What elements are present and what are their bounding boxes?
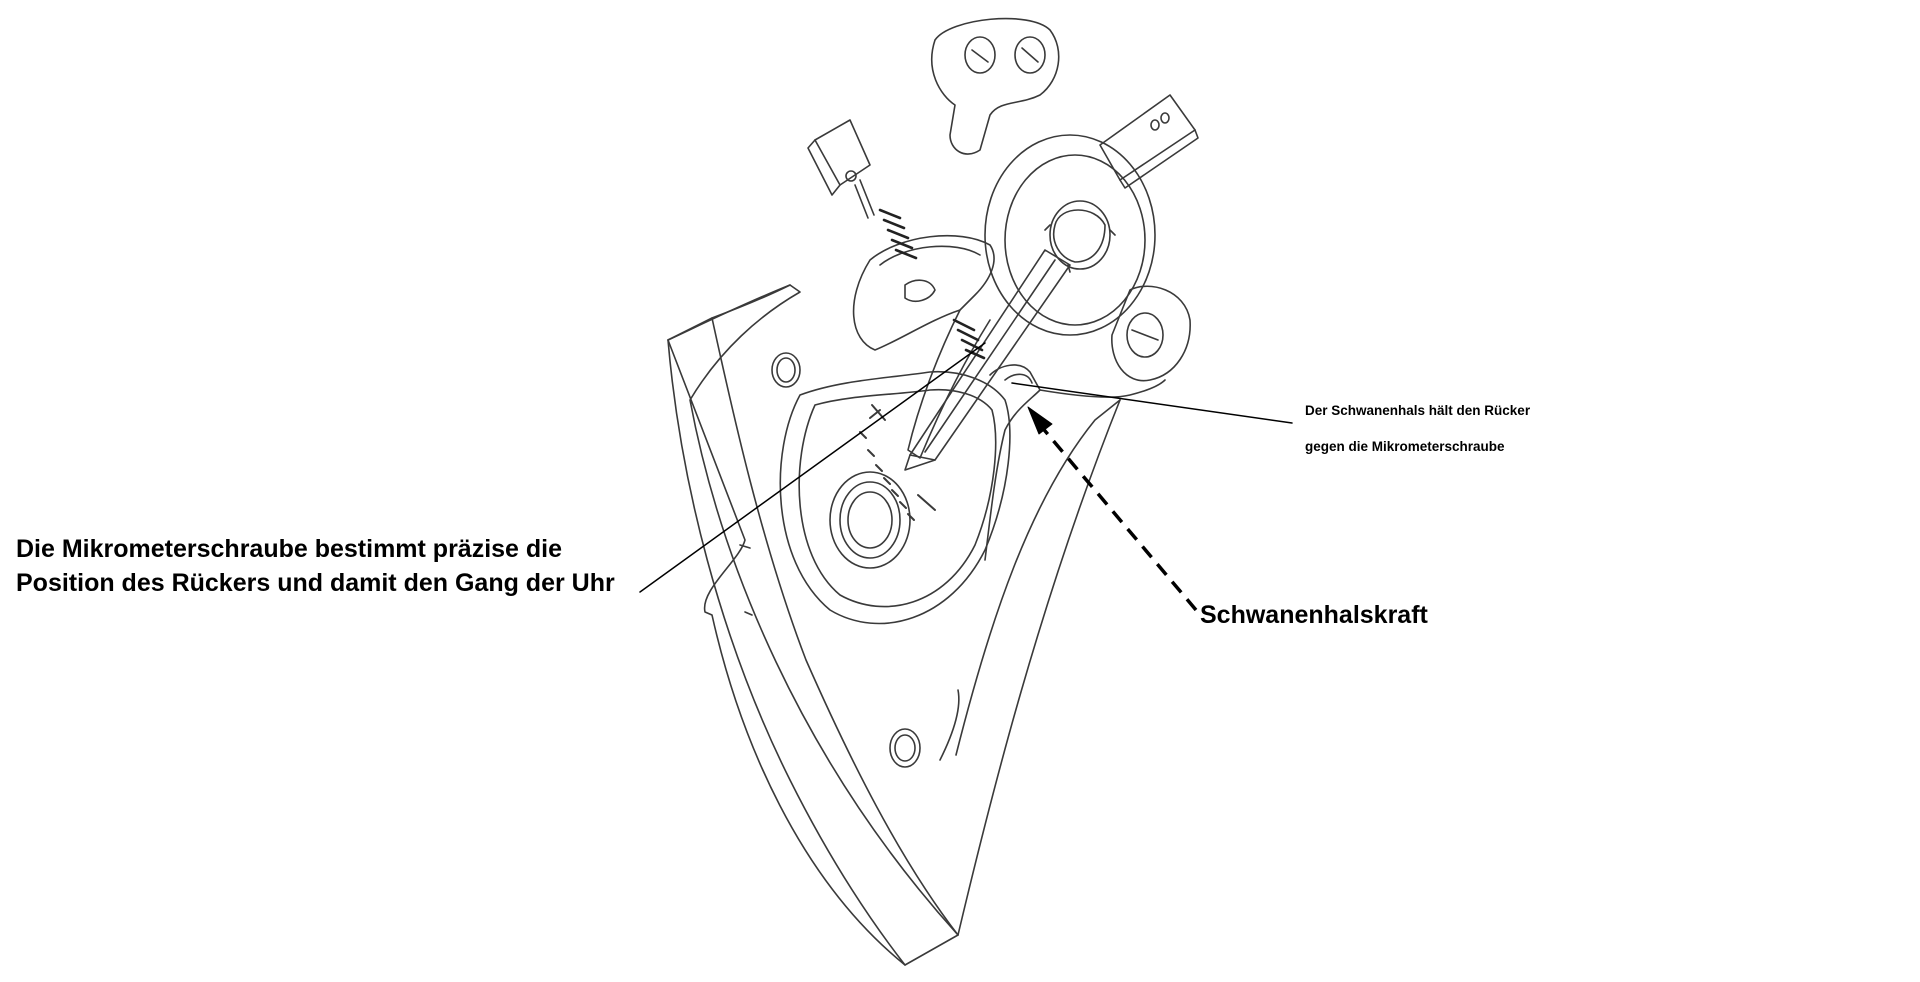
side-bar [1099, 94, 1199, 189]
swan-force-annotation: Schwanenhalskraft [1200, 601, 1428, 629]
micrometer-screw [807, 119, 986, 360]
lower-right-screw [1111, 285, 1191, 382]
index-recess [779, 370, 1011, 625]
swan-neck-annotation: Der Schwanenhals hält den Rücker gegen d… [1305, 393, 1530, 465]
stud-carrier [930, 17, 1060, 155]
micrometer-leader-line [639, 342, 986, 593]
swan-force-arrow [1027, 406, 1198, 612]
swan-neck-leader-line [1011, 382, 1293, 424]
micrometer-annotation: Die Mikrometerschraube bestimmt präzise … [16, 535, 615, 597]
index-pointer [904, 249, 1071, 471]
swan-neck-annotation-line-1: Der Schwanenhals hält den Rücker [1305, 403, 1531, 418]
swan-neck-annotation-line-2: gegen die Mikrometerschraube [1305, 439, 1505, 454]
regulator-arm [852, 234, 995, 459]
plate-holes [771, 352, 921, 768]
sector-plate [667, 284, 1121, 966]
swan-neck-spring [984, 364, 1166, 561]
balance-disc [984, 134, 1156, 336]
